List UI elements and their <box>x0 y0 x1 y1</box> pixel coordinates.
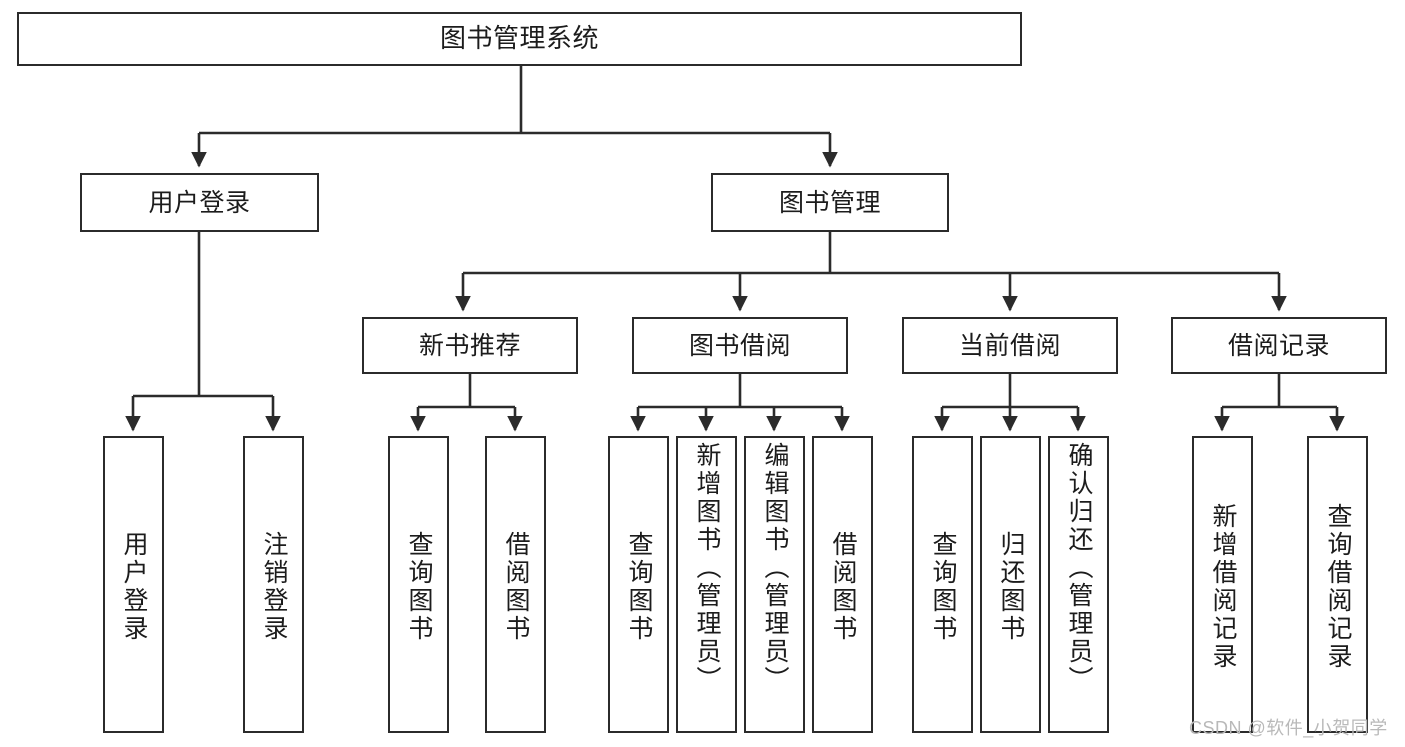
node-label: 查询借阅记录 <box>1324 502 1352 671</box>
node-label: 查询图书 <box>625 530 653 643</box>
node-user-login[interactable]: 用户登录 <box>80 173 319 232</box>
leaf-user-login[interactable]: 用户登录 <box>103 436 164 733</box>
node-label: 图书借阅 <box>688 331 791 360</box>
node-book-borrow[interactable]: 图书借阅 <box>632 317 848 374</box>
leaf-borrow-book-recommend[interactable]: 借阅图书 <box>485 436 546 733</box>
leaf-edit-book-admin[interactable]: 编辑图书（管理员） <box>744 436 805 733</box>
node-label: 新增借阅记录 <box>1209 502 1237 671</box>
node-label: 借阅图书 <box>502 530 530 643</box>
node-label: 新增图书（管理员） <box>693 442 721 694</box>
node-label: 确认归还（管理员） <box>1065 442 1093 694</box>
leaf-add-book-admin[interactable]: 新增图书（管理员） <box>676 436 737 733</box>
leaf-query-book-borrow[interactable]: 查询图书 <box>608 436 669 733</box>
node-label: 注销登录 <box>260 530 288 643</box>
node-label: 归还图书 <box>997 530 1025 643</box>
node-book-management[interactable]: 图书管理 <box>711 173 949 232</box>
node-new-book-recommend[interactable]: 新书推荐 <box>362 317 578 374</box>
node-label: 借阅图书 <box>829 530 857 643</box>
leaf-query-book-current[interactable]: 查询图书 <box>912 436 973 733</box>
leaf-return-book[interactable]: 归还图书 <box>980 436 1041 733</box>
node-label: 当前借阅 <box>958 331 1061 360</box>
node-label: 借阅记录 <box>1227 331 1330 360</box>
node-root-system[interactable]: 图书管理系统 <box>17 12 1022 66</box>
node-label: 用户登录 <box>148 188 251 217</box>
leaf-add-borrow-record[interactable]: 新增借阅记录 <box>1192 436 1253 733</box>
leaf-query-book-recommend[interactable]: 查询图书 <box>388 436 449 733</box>
node-label: 查询图书 <box>405 530 433 643</box>
leaf-query-borrow-record[interactable]: 查询借阅记录 <box>1307 436 1368 733</box>
node-current-borrow[interactable]: 当前借阅 <box>902 317 1118 374</box>
node-label: 用户登录 <box>120 530 148 643</box>
node-label: 编辑图书（管理员） <box>761 442 789 694</box>
node-label: 查询图书 <box>929 530 957 643</box>
leaf-borrow-book-borrow[interactable]: 借阅图书 <box>812 436 873 733</box>
node-label: 图书管理系统 <box>439 23 599 54</box>
leaf-logout-login[interactable]: 注销登录 <box>243 436 304 733</box>
node-borrow-record[interactable]: 借阅记录 <box>1171 317 1387 374</box>
node-label: 图书管理 <box>778 188 881 217</box>
node-label: 新书推荐 <box>418 331 521 360</box>
leaf-confirm-return-admin[interactable]: 确认归还（管理员） <box>1048 436 1109 733</box>
